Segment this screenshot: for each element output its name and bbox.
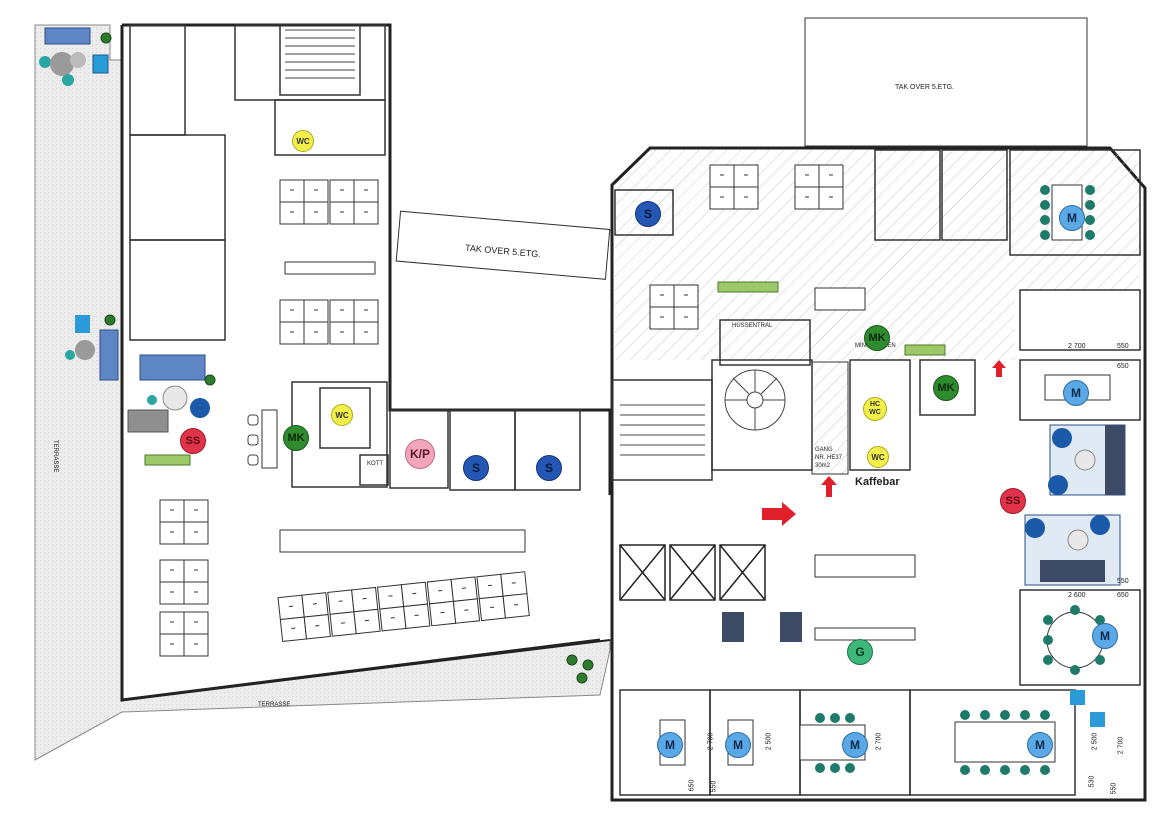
gang-label-3: 30m2 [815,463,831,469]
copy-print-badge: K/P [405,439,435,469]
dim-2500-r: 2 500 [1091,732,1099,751]
dim-550-mid: 550 [1117,578,1129,585]
dim-650-r2: 650 [1117,592,1129,599]
dim-2700-b1: 2 700 [707,732,715,751]
dim-550-top: 550 [1117,343,1129,350]
roof-area-top-right [804,17,1088,147]
meeting-badge-1: M [1059,205,1085,231]
dim-550-b1: 550 [710,780,718,793]
dim-2700-top: 2 700 [1068,343,1086,350]
roof-band-middle [395,210,611,280]
meeting-badge-4: M [657,732,683,758]
lounge-right [722,424,1126,727]
wardrobe-badge: G [847,639,873,665]
gang-label-2: NR. HE37 [815,455,843,461]
kaffebar-counter [814,554,916,641]
minikitchen-badge-left: MK [283,425,309,451]
hc-wc-badge: HC WC [863,397,887,421]
wc-kott-block [291,381,581,491]
dim-2600: 2 600 [1068,592,1086,599]
meeting-badge-5: M [725,732,751,758]
meeting-badge-2: M [1063,380,1089,406]
social-zone-badge-left: SS [180,428,206,454]
meeting-badge-6: M [842,732,868,758]
silent-room-badge-2: S [536,455,562,481]
right-rooms [611,149,1141,796]
dim-2700-b2: 2 700 [1117,736,1125,755]
meeting-badge-3: M [1092,623,1118,649]
terrace-label-bottom: TERRASSE [258,702,291,708]
mk-left-tables [247,409,278,469]
dim-2500-b: 2 500 [765,732,773,751]
hussentral-label: HUSSENTRAL [732,323,773,329]
hc-wc-line1: HC [869,401,881,408]
elevators [619,544,766,601]
social-zone-badge-right: SS [1000,488,1026,514]
entrance-arrows [762,360,1006,526]
dim-550-b2: 550 [1110,782,1118,795]
dim-650-r1: 650 [1117,363,1129,370]
social-zone-left [65,314,216,466]
desk-cluster-2 [159,499,209,657]
terrace-label-left: TERRASSE [52,440,58,473]
kott-label: KOTT [367,461,383,467]
wc-badge-mid: WC [331,404,353,426]
silent-room-badge-1: S [463,455,489,481]
gang-area [811,361,849,475]
minikitchen-badge-right: MK [933,375,959,401]
meeting-badge-7: M [1027,732,1053,758]
wc-badge-top: WC [292,130,314,152]
wc-badge-right: WC [867,446,889,468]
dim-650-b1: 650 [688,779,696,792]
stair-top [285,29,355,79]
storage-row [279,261,526,553]
kaffebar-label: Kaffebar [855,476,900,488]
left-office-cells [129,24,386,341]
minikitchen-badge-top: MK [864,325,890,351]
right-desks [649,164,946,356]
dim-530-b: 530 [1088,775,1096,788]
hc-wc-line2: WC [869,409,881,416]
silent-room-badge-3: S [635,201,661,227]
desk-cluster-diagonal [277,571,530,642]
top-left-lounge [39,27,112,86]
dim-2700-b3: 2 700 [875,732,883,751]
roof-label-top-right: TAK OVER 5.ETG. [895,84,954,91]
gang-label-1: GANG [815,447,833,453]
stair-core [620,369,786,456]
